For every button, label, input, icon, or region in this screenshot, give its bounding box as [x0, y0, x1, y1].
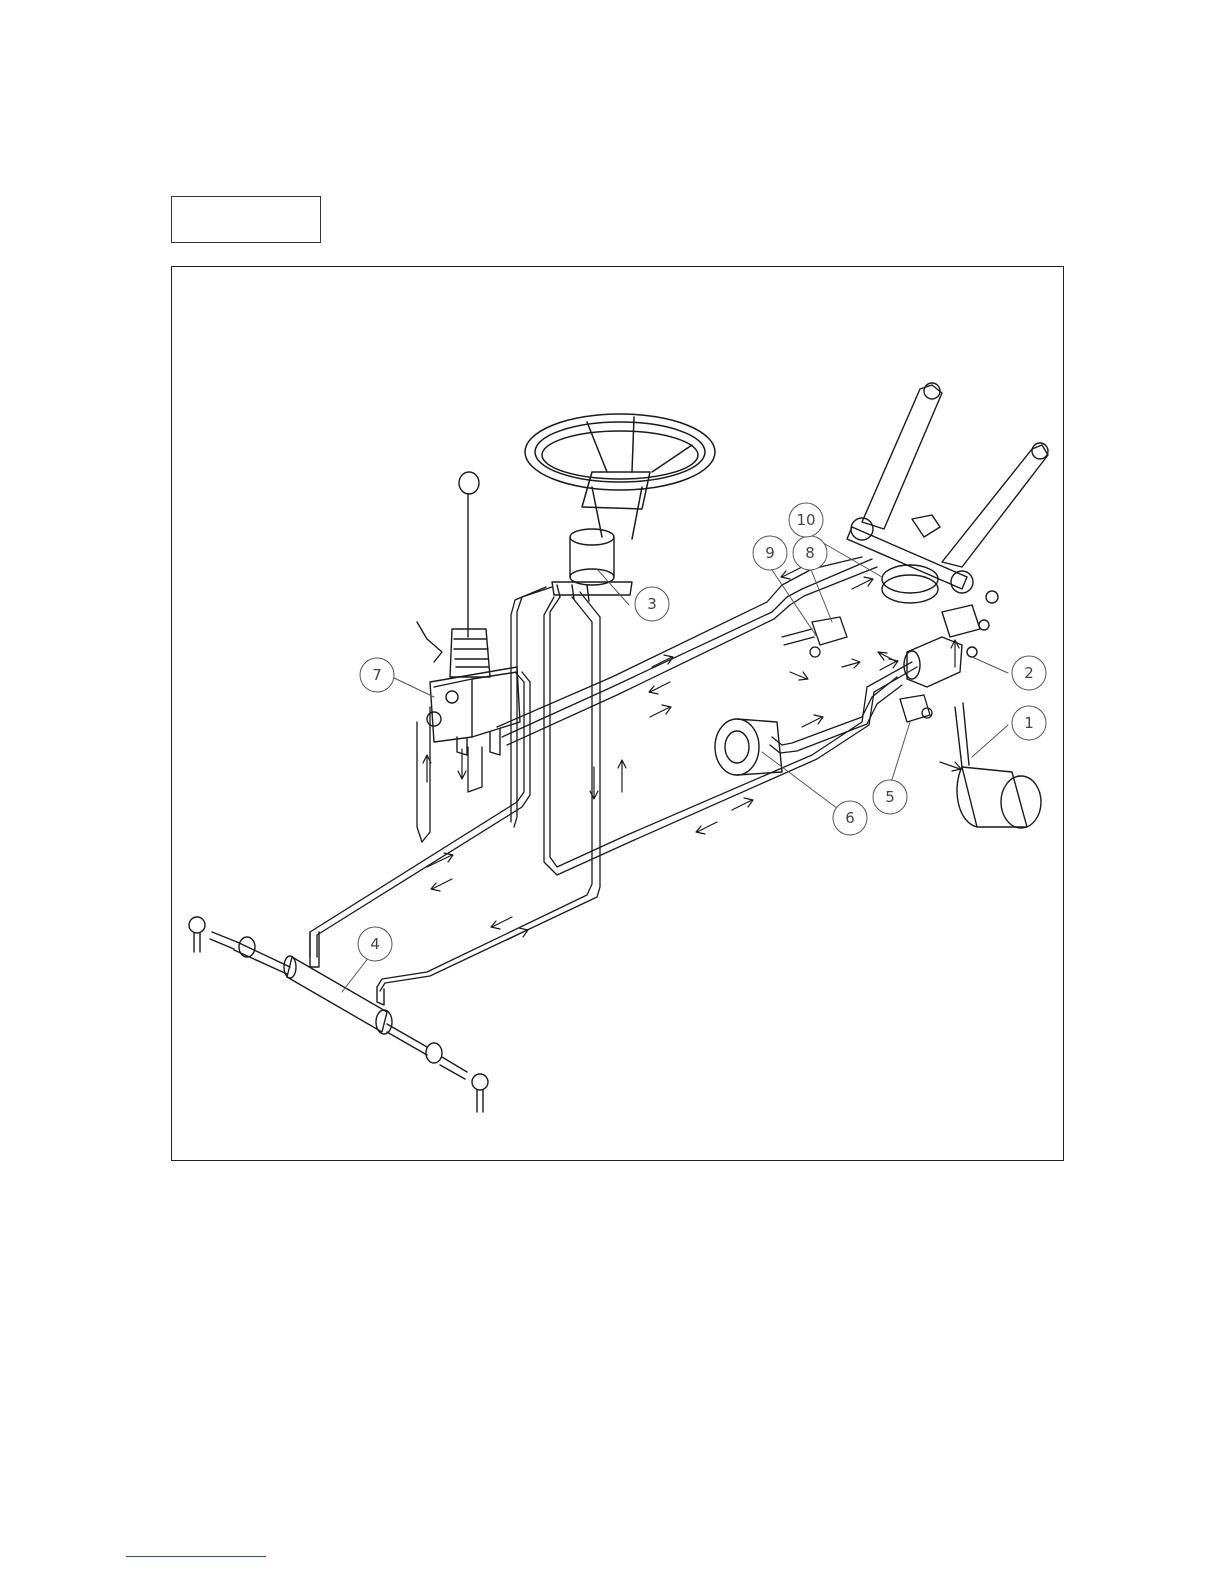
callout-5-label: 5 — [885, 788, 895, 806]
small-valves — [782, 617, 932, 722]
steering-wheel — [525, 414, 715, 539]
callout-9: 9 — [753, 536, 787, 570]
callout-10-label: 10 — [796, 511, 815, 529]
flow-arrows — [423, 567, 961, 940]
steering-arms — [847, 383, 1048, 603]
control-valve — [417, 472, 520, 755]
callout-2: 2 — [1012, 656, 1046, 690]
steering-unit — [552, 529, 632, 601]
footnote-rule — [126, 1556, 266, 1557]
callout-7: 7 — [360, 658, 394, 692]
figure-label-box — [171, 196, 321, 243]
callout-3: 3 — [635, 587, 669, 621]
steering-cylinder — [189, 917, 488, 1112]
callout-4-label: 4 — [370, 935, 380, 953]
hydraulic-lines — [310, 557, 917, 991]
callout-9-label: 9 — [765, 544, 775, 562]
callout-1: 1 — [1012, 706, 1046, 740]
callout-8-label: 8 — [805, 544, 815, 562]
callout-10: 10 — [789, 503, 823, 537]
callout-7-label: 7 — [372, 666, 382, 684]
callout-6: 6 — [833, 801, 867, 835]
callout-markers: 1 2 3 4 5 6 7 8 9 10 — [358, 503, 1046, 961]
hydraulic-steering-diagram: 1 2 3 4 5 6 7 8 9 10 — [172, 267, 1065, 1162]
callout-5: 5 — [873, 780, 907, 814]
callout-1-label: 1 — [1024, 714, 1034, 732]
callout-8: 8 — [793, 536, 827, 570]
callout-3-label: 3 — [647, 595, 657, 613]
hydraulic-steering-diagram-frame: 1 2 3 4 5 6 7 8 9 10 — [171, 266, 1064, 1161]
callout-2-label: 2 — [1024, 664, 1034, 682]
pump — [904, 605, 989, 687]
callouts — [342, 533, 1008, 992]
callout-6-label: 6 — [845, 809, 855, 827]
callout-4: 4 — [358, 927, 392, 961]
